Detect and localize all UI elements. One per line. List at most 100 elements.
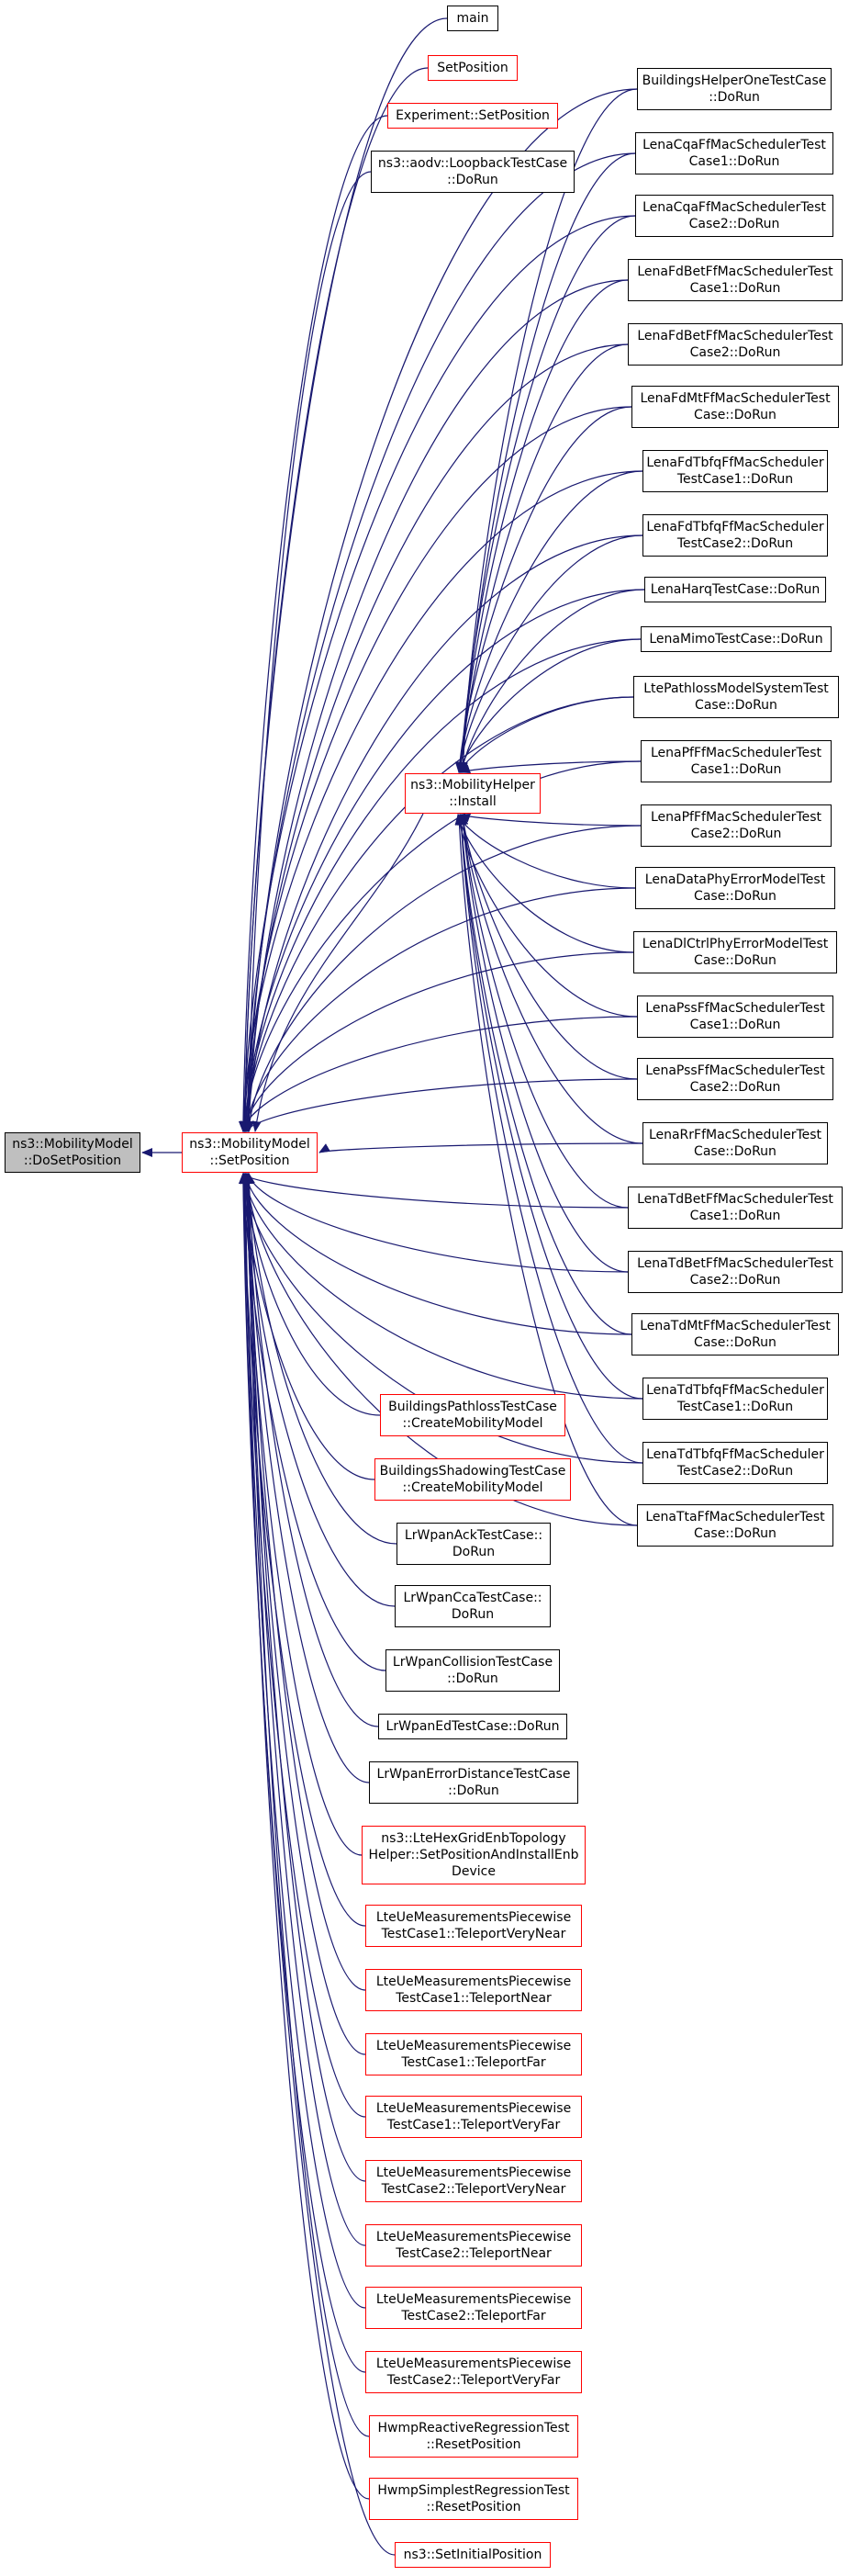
edge-tdmt-to-install (456, 814, 632, 1335)
edge-ue1n-to-setposition (243, 1173, 366, 1991)
node-hexgrid[interactable]: ns3::LteHexGridEnbTopology Helper::SetPo… (362, 1826, 586, 1884)
node-fdbet2[interactable]: LenaFdBetFfMacSchedulerTest Case2::DoRun (628, 323, 843, 366)
node-ue2vn[interactable]: LteUeMeasurementsPiecewise TestCase2::Te… (365, 2160, 582, 2202)
edge-fdmt-to-setposition (240, 406, 632, 1132)
node-lrcca[interactable]: LrWpanCcaTestCase:: DoRun (395, 1585, 551, 1627)
edge-install-to-setposition (251, 813, 424, 1132)
node-bhot[interactable]: BuildingsHelperOneTestCase ::DoRun (637, 68, 832, 110)
node-target[interactable]: ns3::MobilityModel ::DoSetPosition (5, 1132, 140, 1173)
node-main[interactable]: main (447, 6, 498, 31)
edge-pathloss-to-install (459, 696, 634, 773)
edge-cqa2-to-install (456, 215, 636, 773)
edge-tta-to-install (454, 814, 638, 1526)
edge-tdbet2-to-setposition (246, 1173, 629, 1273)
edge-fdtbfq2-to-setposition (243, 534, 643, 1132)
node-aodv[interactable]: ns3::aodv::LoopbackTestCase ::DoRun (371, 151, 575, 193)
node-tdbet2[interactable]: LenaTdBetFfMacSchedulerTest Case2::DoRun (628, 1251, 843, 1293)
edge-tdmt-to-setposition (242, 1173, 632, 1335)
edge-fdmt-to-install (454, 406, 632, 773)
node-lrcoll[interactable]: LrWpanCollisionTestCase ::DoRun (385, 1649, 560, 1692)
node-pff2[interactable]: LenaPfFfMacSchedulerTest Case2::DoRun (641, 804, 832, 847)
edge-ue2vn-to-setposition (244, 1173, 366, 2182)
node-ue1vf[interactable]: LteUeMeasurementsPiecewise TestCase1::Te… (365, 2096, 582, 2138)
edge-lred-to-setposition (244, 1173, 379, 1727)
edge-lrack-to-setposition (243, 1173, 397, 1545)
edge-fdbet1-to-install (456, 279, 629, 773)
node-ue2f[interactable]: LteUeMeasurementsPiecewise TestCase2::Te… (365, 2287, 582, 2329)
edge-dlctrl-to-setposition (240, 951, 634, 1132)
node-ue1f[interactable]: LteUeMeasurementsPiecewise TestCase1::Te… (365, 2033, 582, 2075)
node-bpath[interactable]: BuildingsPathlossTestCase ::CreateMobili… (380, 1394, 565, 1436)
edge-setposition-to-setposition (240, 67, 429, 1132)
node-hwmps[interactable]: HwmpSimplestRegressionTest ::ResetPositi… (369, 2478, 578, 2520)
node-ue2n[interactable]: LteUeMeasurementsPiecewise TestCase2::Te… (365, 2224, 582, 2267)
node-dlctrl[interactable]: LenaDlCtrlPhyErrorModelTest Case::DoRun (633, 931, 837, 973)
edge-tdtbfq2-to-install (456, 814, 643, 1464)
node-pss1[interactable]: LenaPssFfMacSchedulerTest Case1::DoRun (637, 996, 833, 1038)
node-rr[interactable]: LenaRrFfMacSchedulerTest Case::DoRun (642, 1122, 828, 1164)
node-harq[interactable]: LenaHarqTestCase::DoRun (644, 577, 826, 602)
edge-experiment-to-setposition (238, 115, 388, 1132)
node-ue1n[interactable]: LteUeMeasurementsPiecewise TestCase1::Te… (365, 1969, 582, 2011)
edge-fdtbfq1-to-install (455, 470, 643, 773)
edge-pff2-to-setposition (244, 825, 642, 1132)
edge-aodv-to-setposition (243, 171, 372, 1132)
node-tdtbfq2[interactable]: LenaTdTbfqFfMacScheduler TestCase2::DoRu… (642, 1442, 828, 1484)
edge-tdbet2-to-install (458, 814, 629, 1273)
edge-lrerr-to-setposition (242, 1173, 370, 1783)
node-fdtbfq1[interactable]: LenaFdTbfqFfMacScheduler TestCase1::DoRu… (642, 450, 828, 492)
edge-pff1-to-setposition (240, 760, 642, 1132)
edge-dataphy-to-setposition (241, 887, 636, 1132)
node-ue1vn[interactable]: LteUeMeasurementsPiecewise TestCase1::Te… (365, 1905, 582, 1947)
node-setposition[interactable]: SetPosition (428, 55, 518, 81)
node-set-position[interactable]: ns3::MobilityModel ::SetPosition (182, 1132, 318, 1173)
edge-initpos-to-setposition (239, 1173, 396, 2556)
edge-mimo-to-install (457, 638, 642, 773)
edge-fdtbfq2-to-install (455, 534, 643, 773)
node-cqa1[interactable]: LenaCqaFfMacSchedulerTest Case1::DoRun (635, 132, 833, 174)
edge-pff1-to-install (459, 760, 642, 774)
node-install[interactable]: ns3::MobilityHelper ::Install (405, 773, 541, 814)
edge-tta-to-setposition (242, 1173, 638, 1526)
node-ue2vf[interactable]: LteUeMeasurementsPiecewise TestCase2::Te… (365, 2351, 582, 2393)
node-pff1[interactable]: LenaPfFfMacSchedulerTest Case1::DoRun (641, 740, 832, 782)
edge-cqa2-to-setposition (239, 215, 636, 1132)
edge-rr-to-setposition (318, 1142, 643, 1153)
edge-bhot-to-install (458, 88, 638, 773)
edge-tdtbfq1-to-install (456, 814, 643, 1400)
node-initpos[interactable]: ns3::SetInitialPosition (395, 2542, 551, 2568)
node-pss2[interactable]: LenaPssFfMacSchedulerTest Case2::DoRun (637, 1058, 833, 1100)
node-fdtbfq2[interactable]: LenaFdTbfqFfMacScheduler TestCase2::DoRu… (642, 514, 828, 557)
node-fdmt[interactable]: LenaFdMtFfMacSchedulerTest Case::DoRun (631, 386, 839, 428)
node-lrack[interactable]: LrWpanAckTestCase:: DoRun (397, 1523, 551, 1565)
edge-hwmps-to-setposition (240, 1173, 370, 2500)
node-bshadow[interactable]: BuildingsShadowingTestCase ::CreateMobil… (374, 1458, 571, 1501)
node-lrerr[interactable]: LrWpanErrorDistanceTestCase ::DoRun (369, 1761, 578, 1804)
edge-hwmpr-to-setposition (243, 1173, 370, 2437)
node-dataphy[interactable]: LenaDataPhyErrorModelTest Case::DoRun (635, 867, 835, 909)
edge-fdtbfq1-to-setposition (239, 470, 643, 1132)
node-pathloss[interactable]: LtePathlossModelSystemTest Case::DoRun (633, 676, 839, 718)
edge-pathloss-to-setposition (240, 696, 634, 1132)
edge-pss1-to-setposition (240, 1016, 638, 1132)
node-tdmt[interactable]: LenaTdMtFfMacSchedulerTest Case::DoRun (631, 1313, 839, 1355)
node-lred[interactable]: LrWpanEdTestCase::DoRun (378, 1714, 567, 1739)
edge-pss2-to-setposition (245, 1078, 638, 1132)
node-experiment[interactable]: Experiment::SetPosition (387, 103, 558, 129)
node-hwmpr[interactable]: HwmpReactiveRegressionTest ::ResetPositi… (369, 2415, 578, 2458)
edge-rr-to-install (459, 814, 643, 1144)
node-mimo[interactable]: LenaMimoTestCase::DoRun (641, 626, 832, 652)
node-tdbet1[interactable]: LenaTdBetFfMacSchedulerTest Case1::DoRun (628, 1187, 843, 1229)
edge-cqa1-to-install (458, 152, 636, 773)
edge-pss2-to-install (459, 814, 638, 1080)
node-tta[interactable]: LenaTtaFfMacSchedulerTest Case::DoRun (637, 1504, 833, 1547)
node-cqa2[interactable]: LenaCqaFfMacSchedulerTest Case2::DoRun (635, 195, 833, 237)
edge-harq-to-install (458, 589, 645, 773)
edge-tdbet1-to-install (458, 814, 629, 1209)
edge-mimo-to-setposition (240, 638, 642, 1132)
node-fdbet1[interactable]: LenaFdBetFfMacSchedulerTest Case1::DoRun (628, 259, 843, 301)
edge-harq-to-setposition (240, 589, 645, 1132)
node-tdtbfq1[interactable]: LenaTdTbfqFfMacScheduler TestCase1::DoRu… (642, 1378, 828, 1420)
